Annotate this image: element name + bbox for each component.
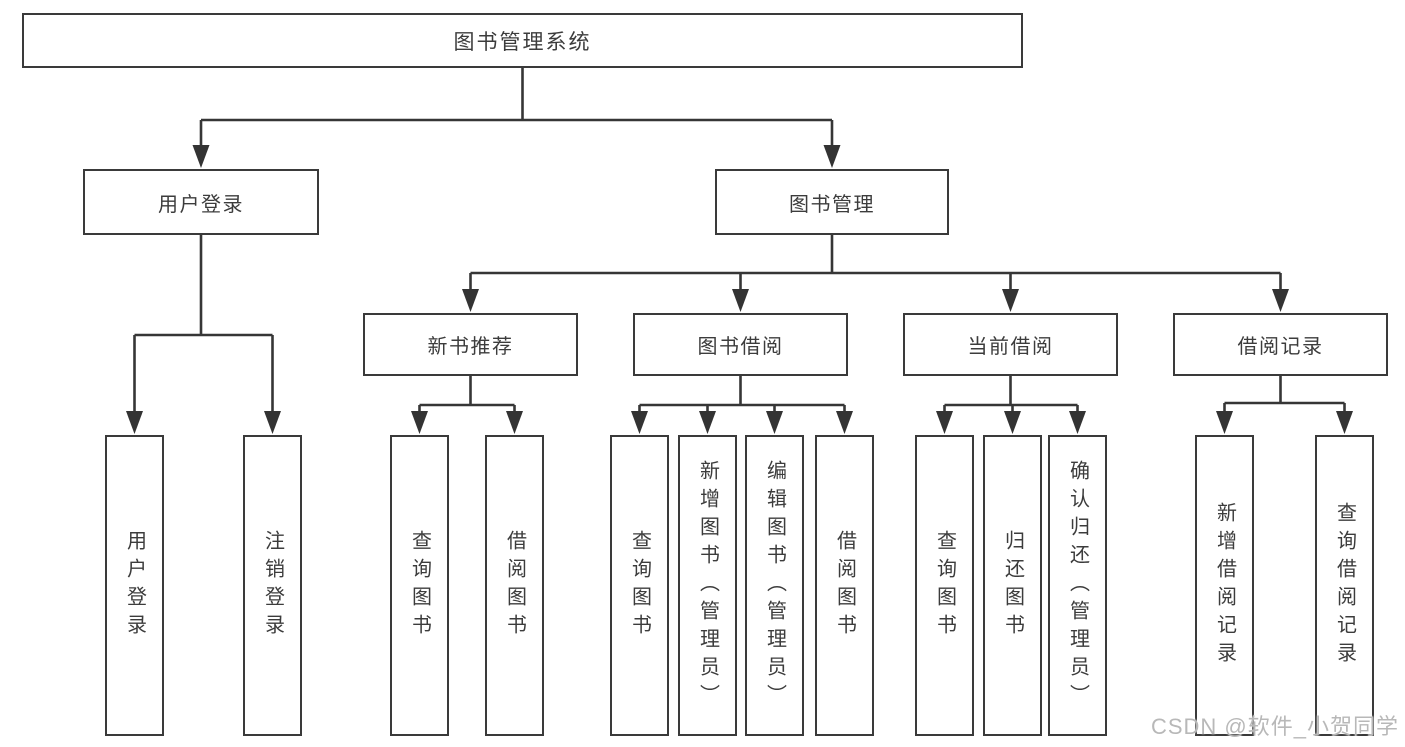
leaf-add-books-admin-label: 新增图书（管理员） [696,459,719,712]
node-new-book-recommend: 新书推荐 [363,313,578,376]
leaf-query-books-2: 查询图书 [610,435,669,736]
leaf-query-books-3-label: 查询图书 [933,529,956,642]
leaf-logout-login: 注销登录 [243,435,302,736]
leaf-borrow-books-2-label: 借阅图书 [833,529,856,642]
node-user-login: 用户登录 [83,169,319,235]
node-library-management-system: 图书管理系统 [22,13,1023,68]
leaf-query-books-2-label: 查询图书 [628,529,651,642]
leaf-query-books-1-label: 查询图书 [408,529,431,642]
leaf-edit-books-admin: 编辑图书（管理员） [745,435,804,736]
leaf-add-books-admin: 新增图书（管理员） [678,435,737,736]
node-current-borrowing: 当前借阅 [903,313,1118,376]
leaf-borrow-books-1: 借阅图书 [485,435,544,736]
leaf-add-borrow-record: 新增借阅记录 [1195,435,1254,736]
leaf-add-borrow-record-label: 新增借阅记录 [1213,501,1236,670]
leaf-user-login-label: 用户登录 [123,529,146,642]
leaf-return-books: 归还图书 [983,435,1042,736]
leaf-borrow-books-1-label: 借阅图书 [503,529,526,642]
leaf-query-borrow-record: 查询借阅记录 [1315,435,1374,736]
leaf-return-books-label: 归还图书 [1001,529,1024,642]
leaf-borrow-books-2: 借阅图书 [815,435,874,736]
leaf-confirm-return-admin-label: 确认归还（管理员） [1066,459,1089,712]
leaf-query-borrow-record-label: 查询借阅记录 [1333,501,1356,670]
leaf-query-books-1: 查询图书 [390,435,449,736]
leaf-user-login: 用户登录 [105,435,164,736]
leaf-logout-login-label: 注销登录 [261,529,284,642]
leaf-edit-books-admin-label: 编辑图书（管理员） [763,459,786,712]
node-book-management: 图书管理 [715,169,949,235]
node-book-borrowing: 图书借阅 [633,313,848,376]
leaf-query-books-3: 查询图书 [915,435,974,736]
leaf-confirm-return-admin: 确认归还（管理员） [1048,435,1107,736]
node-borrowing-records: 借阅记录 [1173,313,1388,376]
